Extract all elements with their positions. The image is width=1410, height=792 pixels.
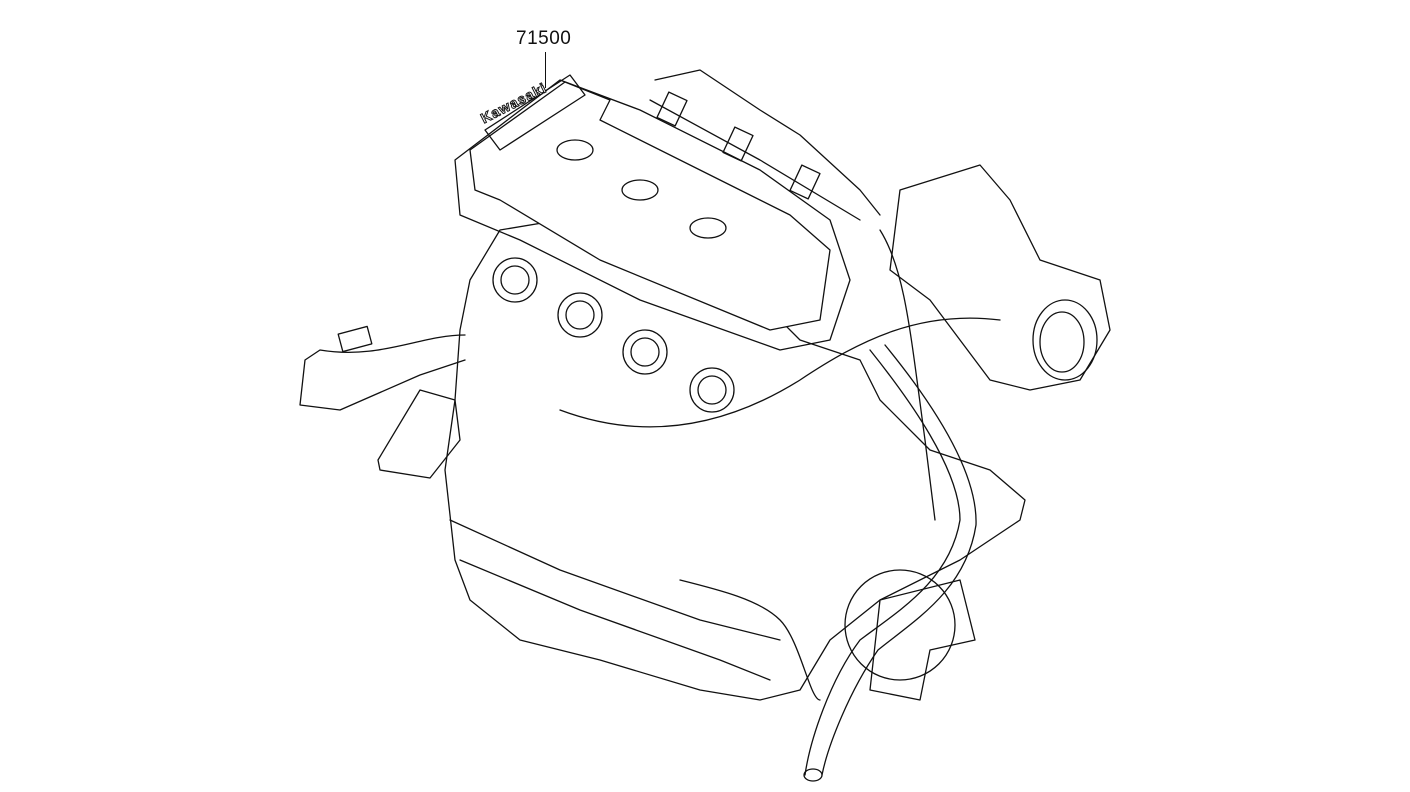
injector-2 — [722, 126, 754, 162]
fuel-rail — [654, 69, 881, 216]
left-hose — [299, 334, 466, 411]
plug-well-3 — [689, 217, 727, 239]
coolant-hose-a — [804, 349, 961, 776]
fuel-rail-lower — [649, 99, 861, 221]
throttle-bore-inner — [1039, 311, 1085, 373]
oil-pan-bottom — [459, 559, 771, 681]
plug-well-2 — [621, 179, 659, 201]
valve-cover-ridge — [484, 74, 586, 151]
coolant-hose-b — [679, 579, 821, 701]
part-number-callout: 71500 — [516, 28, 572, 49]
exhaust-port-1 — [492, 257, 538, 303]
throttle-bore — [1032, 299, 1098, 381]
hose-connector — [337, 325, 373, 353]
cylinder-head — [454, 79, 851, 351]
exhaust-port-2-inner — [565, 300, 595, 330]
sensor-wire — [559, 317, 1001, 428]
injector-3 — [789, 164, 821, 200]
mount-bracket — [377, 389, 461, 479]
engine-block-outline — [444, 219, 1026, 701]
sensor-wire-2 — [879, 229, 936, 521]
throttle-body — [889, 164, 1111, 391]
exhaust-port-1-inner — [500, 265, 530, 295]
water-pump — [844, 569, 956, 681]
exhaust-port-4-inner — [697, 375, 727, 405]
exhaust-port-2 — [557, 292, 603, 338]
injector-1 — [656, 91, 688, 127]
oil-pan-lip — [449, 519, 781, 641]
pump-impeller — [869, 579, 976, 701]
coolant-hose-a-edge — [821, 344, 977, 776]
hose-end — [803, 768, 823, 782]
valve-cover — [469, 81, 831, 331]
exhaust-port-3-inner — [630, 337, 660, 367]
exhaust-port-4 — [689, 367, 735, 413]
exhaust-port-3 — [622, 329, 668, 375]
callout-leader-line — [545, 52, 546, 88]
plug-well-1 — [556, 139, 594, 161]
